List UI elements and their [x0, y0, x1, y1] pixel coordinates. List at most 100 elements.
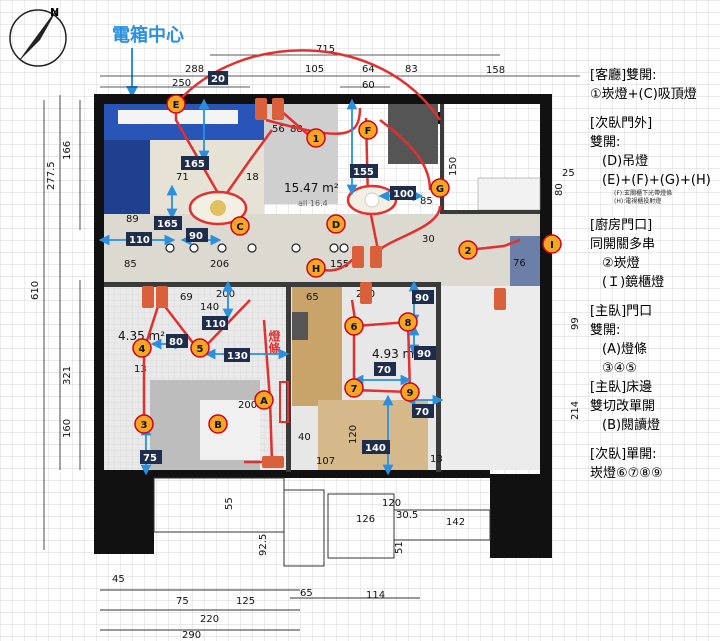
measure-box-100: 100: [390, 186, 416, 200]
marker-B: B: [208, 414, 228, 434]
dim-inner-200a: 200: [216, 289, 235, 300]
dim-bottom-120: 120: [382, 498, 401, 509]
compass-north-label: N: [50, 6, 59, 19]
svg-text:5: 5: [197, 344, 204, 355]
svg-text:F: F: [365, 126, 372, 137]
dim-bottom-142: 142: [446, 517, 465, 528]
dim-inner-18: 18: [246, 172, 259, 183]
measure-box-70a: 70: [374, 362, 396, 376]
legend-line: (Ｉ)鏡櫃燈: [602, 275, 665, 290]
legend-line: [主臥]床邊: [590, 380, 653, 395]
dim-top-64: 64: [362, 64, 375, 75]
measure-box-90c: 90: [414, 346, 436, 360]
marker-F: F: [358, 120, 378, 140]
dim-inner-89: 89: [126, 214, 139, 225]
legend-line: (B)閱讀燈: [602, 418, 661, 433]
dim-inner-85b: 85: [420, 196, 433, 207]
svg-text:90: 90: [189, 231, 203, 242]
dim-top-715: 715: [316, 44, 335, 55]
legend-line: ②崁燈: [602, 256, 640, 271]
legend-kitchen-door: [廚房門口] 同開關多串 ②崁燈 (Ｉ)鏡櫃燈: [590, 216, 718, 292]
svg-text:75: 75: [143, 453, 157, 464]
svg-text:140: 140: [365, 443, 386, 454]
svg-text:90: 90: [415, 293, 429, 304]
dim-left-610: 610: [30, 281, 41, 300]
dim-inner-69: 69: [180, 292, 193, 303]
svg-text:B: B: [214, 420, 222, 431]
switch-boxes: [142, 98, 506, 468]
marker-A: A: [254, 390, 274, 410]
dim-top-158: 158: [486, 65, 505, 76]
legend-line: [次臥]單開:: [590, 447, 657, 462]
dim-inner-88: 88: [290, 124, 303, 135]
dim-bottom-65: 65: [300, 588, 313, 599]
dim-inner-71: 71: [176, 172, 189, 183]
svg-text:80: 80: [169, 337, 183, 348]
dim-top-105: 105: [305, 64, 324, 75]
svg-text:110: 110: [205, 319, 226, 330]
svg-text:165: 165: [157, 219, 178, 230]
dim-inner-13b: 13: [430, 454, 443, 465]
svg-text:H: H: [312, 264, 320, 275]
legend-line: [次臥門外]: [590, 116, 653, 131]
measure-box-165a: 165: [181, 156, 209, 170]
measure-box-75: 75: [140, 450, 162, 464]
measure-box-90b: 90: [412, 290, 434, 304]
svg-text:130: 130: [227, 351, 248, 362]
svg-text:20: 20: [211, 74, 225, 85]
living-room-area: 15.47 m²: [284, 181, 339, 195]
measure-box-70b: 70: [412, 404, 434, 418]
dim-bottom-55: 55: [224, 497, 235, 510]
balcony-outlines: [100, 477, 491, 631]
dim-left-166: 166: [62, 141, 73, 160]
legend-line: (A)燈條: [602, 342, 648, 357]
dim-left-160: 160: [62, 419, 73, 438]
dim-inner-155: 155: [330, 259, 349, 270]
bedroom3-area: 4.93 m²: [372, 347, 419, 361]
measure-box-110b: 110: [202, 316, 228, 330]
dim-inner-65: 65: [306, 292, 319, 303]
dim-bottom-290: 290: [182, 630, 201, 641]
svg-text:6: 6: [351, 322, 358, 333]
light-strip-a: [279, 381, 289, 423]
svg-text:I: I: [550, 240, 554, 251]
dim-left-321: 321: [62, 366, 73, 385]
dim-inner-150: 150: [448, 157, 459, 176]
dim-right-25: 25: [562, 168, 575, 179]
svg-text:90: 90: [417, 349, 431, 360]
legend-bedroom2-door: [次臥門外] 雙開: (D)吊燈 (E)+(F)+(G)+(H) (F):玄關櫃…: [590, 114, 718, 206]
dim-bottom-51: 51: [394, 541, 405, 554]
measure-box-20: 20: [208, 71, 228, 85]
legend-line: 雙切改單開: [590, 399, 656, 414]
dim-top-288: 288: [185, 64, 204, 75]
dim-left-277: 277.5: [46, 161, 57, 190]
fixture-markers: E 1 F G D C 2 I H 4 5 6 8 7 9 3 A B: [132, 94, 562, 434]
dim-bottom-75: 75: [176, 596, 189, 607]
dim-inner-120: 120: [348, 425, 359, 444]
dim-inner-107: 107: [316, 456, 335, 467]
svg-text:70: 70: [415, 407, 429, 418]
svg-text:3: 3: [141, 420, 148, 431]
measure-box-165b: 165: [154, 216, 182, 230]
dim-bottom-220: 220: [200, 614, 219, 625]
svg-text:2: 2: [465, 246, 472, 257]
measure-box-80: 80: [166, 334, 188, 348]
svg-text:165: 165: [184, 159, 205, 170]
measure-box-110a: 110: [126, 232, 152, 246]
dim-right-80: 80: [554, 183, 565, 196]
dim-inner-30: 30: [422, 234, 435, 245]
dim-bottom-126: 126: [356, 514, 375, 525]
dim-bottom-114: 114: [366, 590, 385, 601]
measure-box-130: 130: [224, 348, 250, 362]
svg-text:8: 8: [405, 318, 412, 329]
marker-1: 1: [306, 128, 326, 148]
measure-labels: 20 165 165 155 100 110 90 110 80 130 90 …: [126, 71, 436, 464]
svg-text:A: A: [260, 396, 268, 407]
legend-note: (F):玄關櫃下光帶燈條: [614, 190, 673, 197]
marker-7: 7: [344, 378, 364, 398]
living-room-area-sub: all 16.4: [298, 199, 328, 208]
measure-box-140: 140: [362, 440, 390, 454]
legend-line: ③④⑤: [602, 361, 637, 376]
svg-text:7: 7: [351, 384, 358, 395]
svg-text:E: E: [173, 100, 180, 111]
